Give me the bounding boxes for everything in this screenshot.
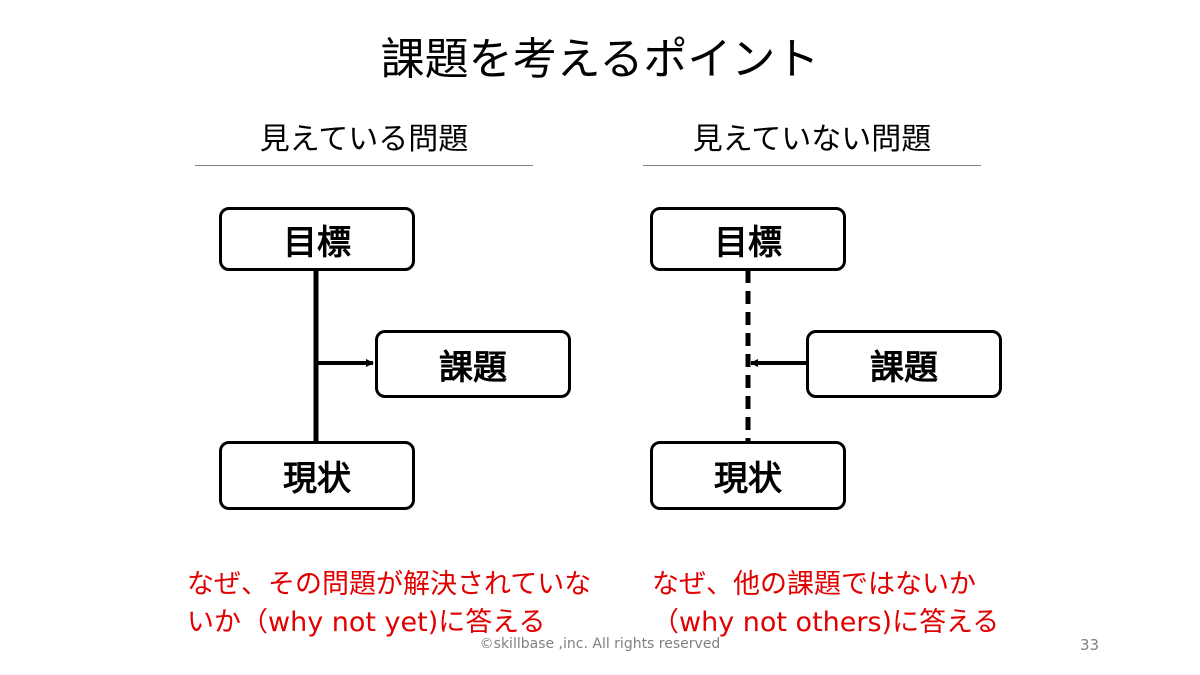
page-number: 33	[1080, 636, 1100, 654]
right-heading-rule	[643, 165, 981, 166]
slide-title: 課題を考えるポイント	[380, 34, 820, 85]
left-note-line1: なぜ、その問題が解決されていな	[187, 569, 592, 600]
left-heading: 見えている問題	[259, 122, 469, 157]
right-heading: 見えていない問題	[692, 122, 932, 157]
copyright: ©skillbase ,inc. All rights reserved	[479, 636, 721, 652]
left-issue-box: 課題	[375, 330, 571, 398]
left-note-line2: いか（why not yet)に答える	[187, 607, 546, 638]
right-current-box: 現状	[650, 441, 846, 510]
right-goal-box: 目標	[650, 207, 846, 271]
left-goal-box: 目標	[219, 207, 415, 271]
right-issue-box: 課題	[806, 330, 1002, 398]
right-note-line2: （why not others)に答える	[652, 607, 1000, 638]
right-note-line1: なぜ、他の課題ではないか	[652, 569, 976, 600]
left-heading-rule	[195, 165, 533, 166]
left-current-box: 現状	[219, 441, 415, 510]
